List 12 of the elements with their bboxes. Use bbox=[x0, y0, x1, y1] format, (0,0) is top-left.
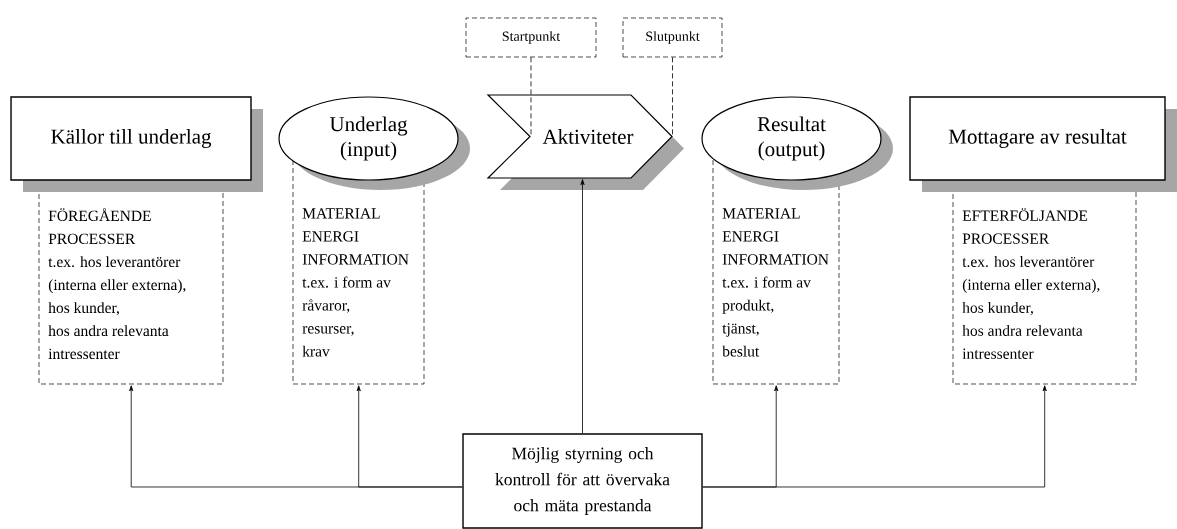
shadowed-box: Mottagare av resultat bbox=[909, 96, 1177, 192]
arrow bbox=[702, 385, 1047, 488]
dashed-text-box: FÖREGÅENDE PROCESSER t.ex. hos leverantörer (interna eller externa), hos kunder, hos andra relevanta intressenter bbox=[38, 169, 224, 385]
control-box: Möjlig styrning och kontroll för att övervaka och mäta prestanda bbox=[462, 433, 703, 529]
shadowed-box: Källor till underlag bbox=[10, 96, 263, 192]
dashed-label-box: Startpunkt bbox=[465, 17, 597, 58]
leader-line bbox=[672, 56, 673, 137]
arrow bbox=[356, 385, 463, 488]
dashed-label-box: Slutpunkt bbox=[622, 17, 723, 58]
arrow bbox=[580, 179, 585, 434]
dashed-text-box: EFTERFÖLJANDE PROCESSER t.ex. hos leverantörer (interna eller externa), hos kunder, hos andra relevanta intressenter bbox=[952, 169, 1137, 385]
leader-line bbox=[530, 56, 532, 137]
